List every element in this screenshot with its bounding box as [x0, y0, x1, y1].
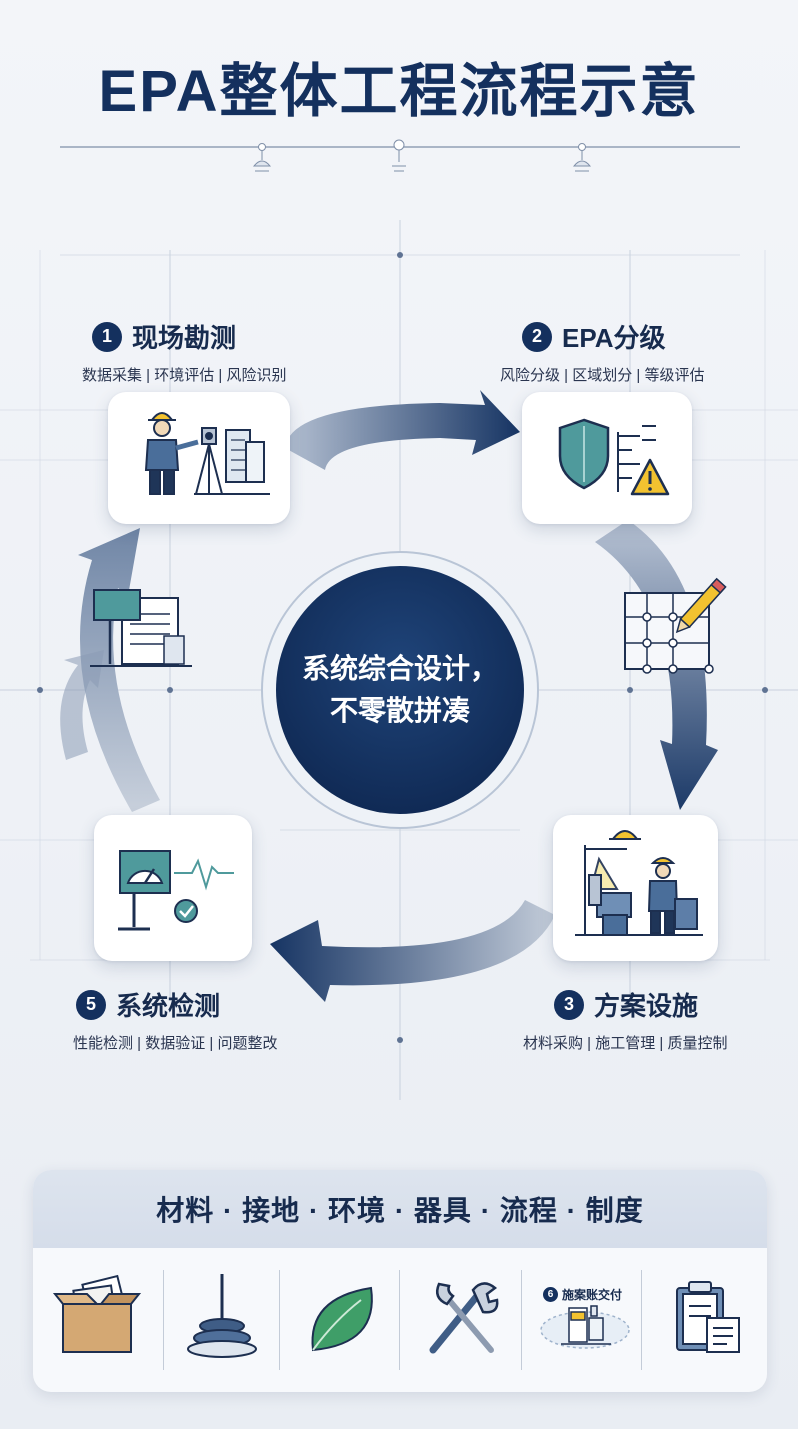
page-title: EPA整体工程流程示意 — [98, 59, 700, 124]
tools-icon — [429, 1282, 499, 1354]
marker-icon — [572, 143, 592, 172]
leaf-icon — [311, 1286, 373, 1352]
step-5-subtitle: 性能检测 | 数据验证 | 问题整改 — [73, 1035, 278, 1052]
divider — [279, 1270, 280, 1370]
gauge-check-icon — [118, 850, 234, 931]
workers-construction-icon — [575, 830, 703, 936]
step-3-heading: 3 方案设施 — [554, 986, 698, 1023]
title-decoration — [60, 139, 740, 172]
step-3-subtitle: 材料采购 | 施工管理 | 质量控制 — [523, 1035, 728, 1052]
step-1-heading: 1 现场勘测 — [92, 318, 236, 355]
material-cell — [47, 1248, 161, 1392]
step-2-heading: 2 EPA分级 — [522, 318, 666, 355]
elements-panel-title: 材料 · 接地 · 环境 · 器具 · 流程 · 制度 — [33, 1170, 767, 1248]
step-number-badge: 1 — [92, 321, 122, 352]
signboard-documents-icon — [90, 589, 192, 667]
center-message-line1: 系统综合设计， — [301, 653, 498, 684]
step-number-badge: 5 — [76, 989, 106, 1020]
arrow-survey-to-grading — [285, 390, 520, 470]
marker-icon — [252, 143, 272, 172]
step-3-card — [553, 815, 718, 961]
step-2-card — [522, 392, 692, 524]
divider — [399, 1270, 400, 1370]
step-title: 现场勘测 — [132, 323, 237, 353]
elements-panel: 材料 · 接地 · 环境 · 器具 · 流程 · 制度 — [33, 1170, 767, 1392]
arrow-implement-to-inspect — [270, 900, 555, 1002]
step-number-badge: 3 — [554, 989, 584, 1020]
grounding-cell — [167, 1248, 277, 1392]
step-5-heading: 5 系统检测 — [76, 986, 220, 1023]
clipboard-icon — [676, 1281, 740, 1353]
marker-icon — [392, 139, 406, 172]
step-title: 施案账交付 — [562, 1288, 623, 1302]
center-message-line2: 不零散拼凑 — [329, 695, 470, 726]
arrow-left-upper-segment — [60, 650, 104, 760]
step-6-label: 6 施案账交付 — [543, 1286, 622, 1303]
divider — [163, 1270, 164, 1370]
environment-cell — [283, 1248, 397, 1392]
shield-warning-icon — [558, 418, 670, 496]
step-title: 系统检测 — [116, 991, 221, 1021]
grounding-rod-icon — [187, 1274, 257, 1358]
arrow-grading-to-implement — [595, 520, 718, 810]
system-cell — [645, 1248, 763, 1392]
divider — [521, 1270, 522, 1370]
step-number-badge: 6 — [543, 1287, 558, 1302]
delivery-cell — [525, 1248, 639, 1392]
center-circle — [276, 566, 524, 814]
step-title: 方案设施 — [594, 991, 699, 1021]
step-2-subtitle: 风险分级 | 区域划分 | 等级评估 — [500, 367, 705, 384]
elements-panel-body — [33, 1248, 767, 1392]
surveyor-with-theodolite-icon — [144, 412, 270, 495]
step-1-card — [108, 392, 290, 524]
delivery-docs-icon — [540, 1305, 630, 1349]
tools-cell — [403, 1248, 519, 1392]
blueprint-pencil-icon — [624, 577, 727, 674]
material-box-icon — [52, 1274, 142, 1353]
center-message: 系统综合设计， 不零散拼凑 — [286, 648, 514, 732]
step-5-card — [94, 815, 252, 961]
step-title: EPA分级 — [562, 323, 666, 353]
divider — [641, 1270, 642, 1370]
step-number-badge: 2 — [522, 321, 552, 352]
step-1-subtitle: 数据采集 | 环境评估 | 风险识别 — [82, 367, 287, 384]
